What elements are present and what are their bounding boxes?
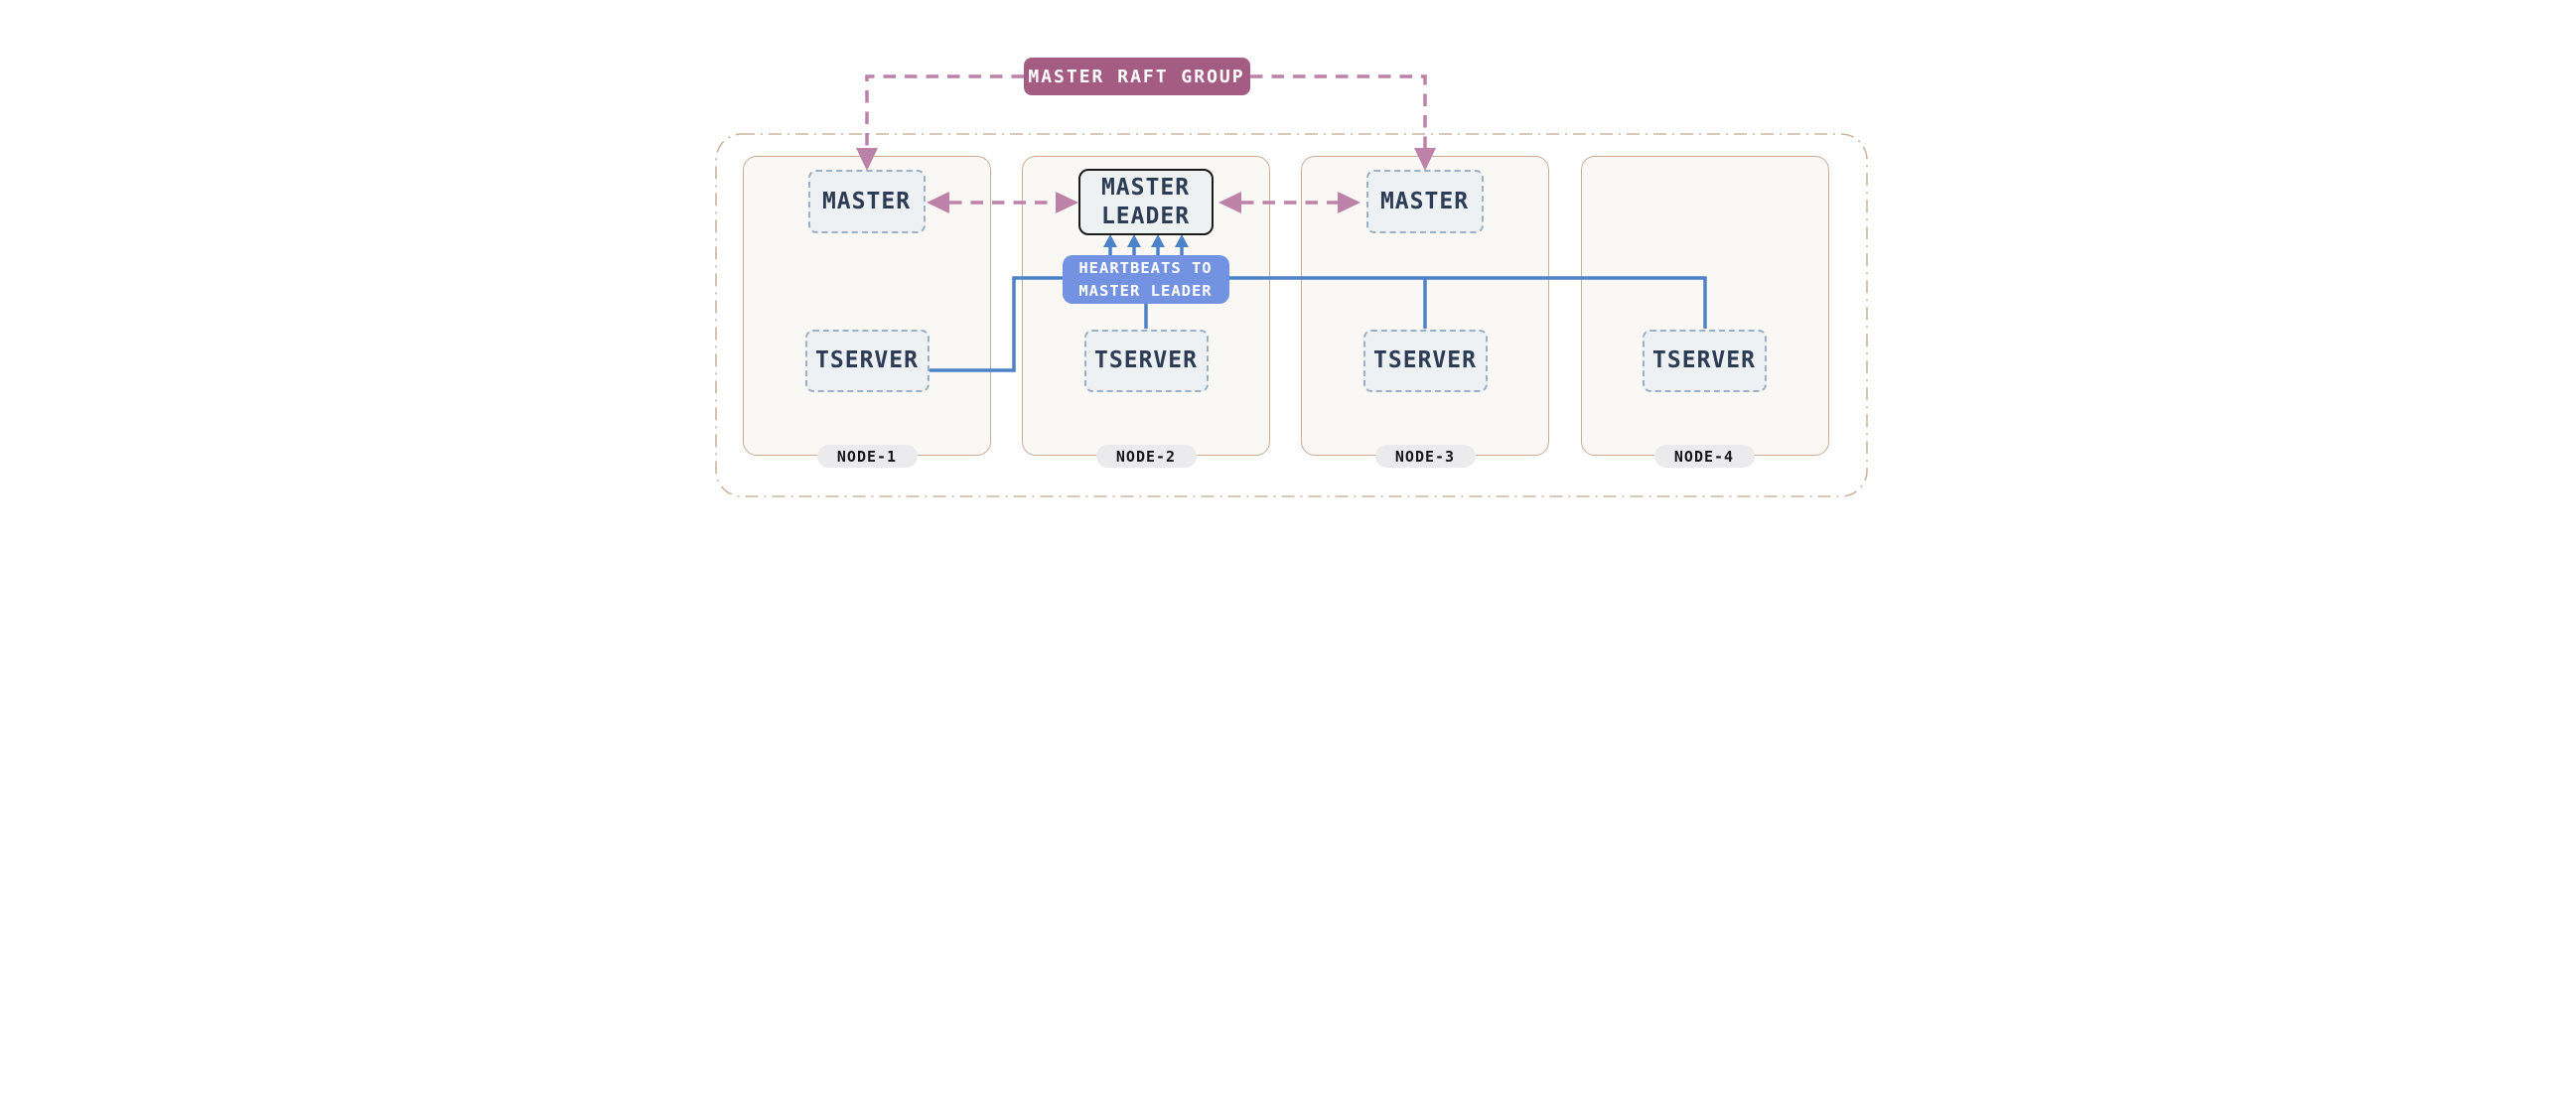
tserver-box-node-2: TSERVER bbox=[1083, 330, 1209, 392]
heartbeats-callout: HEARTBEATS TO MASTER LEADER bbox=[1062, 255, 1229, 304]
master-raft-group-label: MASTER RAFT GROUP bbox=[1028, 66, 1245, 87]
raft-link-to-node3 bbox=[1249, 74, 1427, 149]
master-leader-box-node-2: MASTER LEADER bbox=[1077, 169, 1214, 235]
master-raft-group-box: MASTER RAFT GROUP bbox=[1023, 58, 1250, 95]
node-2-label-pill: NODE-2 bbox=[1095, 445, 1197, 468]
tserver-box-node-3: TSERVER bbox=[1362, 330, 1488, 392]
tserver-box-node-4: TSERVER bbox=[1642, 330, 1767, 392]
master-box-node-3: MASTER bbox=[1365, 170, 1484, 233]
tserver-box-node-1: TSERVER bbox=[804, 330, 930, 392]
node-4-label-pill: NODE-4 bbox=[1653, 445, 1755, 468]
node-1-label-pill: NODE-1 bbox=[816, 445, 918, 468]
raft-link-to-node1 bbox=[864, 74, 1024, 149]
diagram-canvas: MASTER RAFT GROUP MASTER MASTER LEADER M… bbox=[644, 0, 1932, 552]
node-3-label-pill: NODE-3 bbox=[1374, 445, 1476, 468]
node-4-container bbox=[1580, 156, 1829, 456]
master-box-node-1: MASTER bbox=[807, 170, 926, 233]
